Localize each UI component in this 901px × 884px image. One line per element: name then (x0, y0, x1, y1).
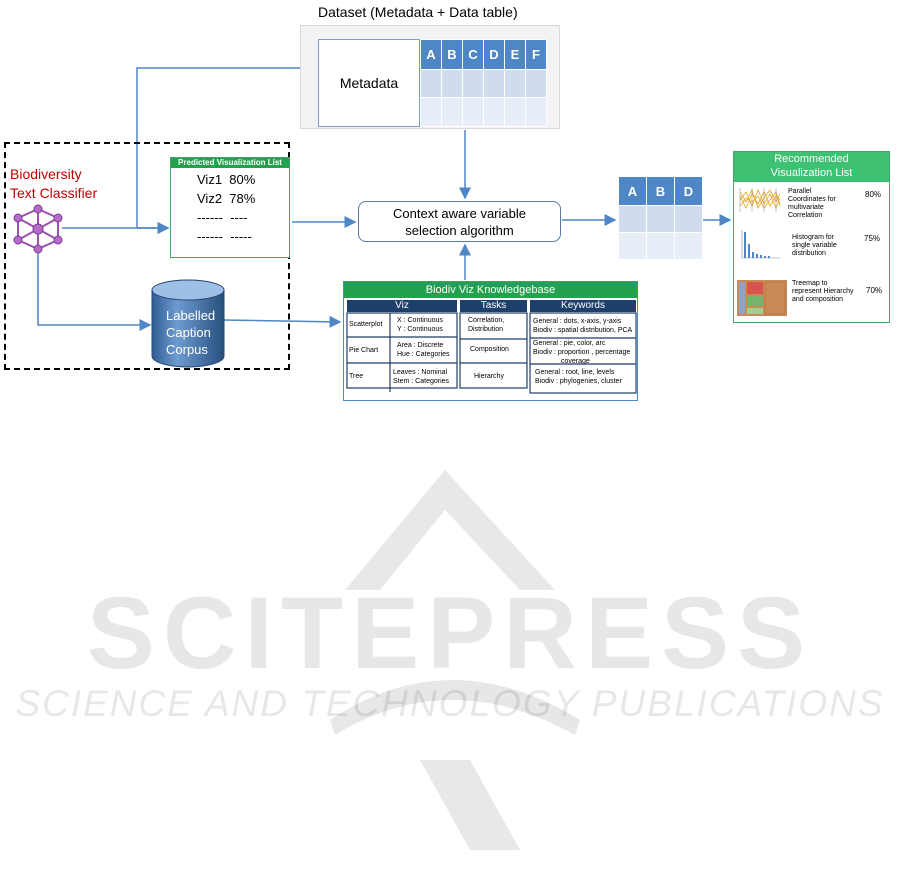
recommended-item-line: Correlation (788, 212, 823, 219)
recommended-item-line: distribution (792, 250, 826, 257)
corpus-to-kb-arrow (221, 315, 342, 328)
kb-keyword-line: General : pie, color, arc (533, 340, 606, 347)
kb-keyword-line: coverage (561, 358, 590, 365)
parallel-coordinates-icon (738, 186, 782, 214)
data-table-col-d: D (483, 39, 505, 70)
recommended-item-line: multivariate (788, 204, 824, 211)
kb-viz-name: Pie Chart (349, 347, 379, 354)
kb-keywords: General : root, line, levels Biodiv : ph… (535, 368, 622, 386)
recommended-item-line: Histogram for (792, 234, 835, 241)
kb-header-keywords: Keywords (530, 300, 636, 312)
recommended-item-line: Parallel (788, 188, 812, 195)
data-table-col-b: B (441, 39, 463, 70)
kb-viz-name: Tree (349, 373, 364, 380)
kb-var: Leaves : Nominal (393, 369, 448, 376)
recommended-item-line: represent Hierarchy (792, 288, 854, 295)
dataset-title: Dataset (Metadata + Data table) (318, 4, 518, 20)
watermark-line1: SCITEPRESS (87, 576, 813, 690)
predicted-list-title: Predicted Visualization List (171, 158, 289, 168)
selected-col-d: D (674, 176, 703, 206)
kb-keyword-line: Biodiv : phylogenies, cluster (535, 378, 622, 385)
kb-keywords: General : dots, x-axis, y-axis Biodiv : … (533, 317, 632, 335)
kb-table-lines (346, 312, 637, 394)
kb-keywords: General : pie, color, arc Biodiv : propo… (533, 339, 630, 366)
kb-keyword-line: General : root, line, levels (535, 369, 615, 376)
corpus-label: Labelled Caption Corpus (166, 307, 215, 358)
kb-viz-vars: Area : Discrete Hue : Categories (397, 341, 450, 359)
recommended-item-line: and composition (792, 296, 843, 303)
treemap-icon (737, 280, 787, 316)
kb-var: X : Continuous (397, 317, 443, 324)
recommended-item-score: 70% (866, 286, 883, 295)
kb-task-line: Composition (470, 346, 509, 353)
data-table-col-f: F (525, 39, 547, 70)
recommended-list-title: Recommended Visualization List (734, 152, 889, 182)
corpus-label-line2: Caption (166, 325, 211, 340)
kb-viz-vars: Leaves : Nominal Stem : Categories (393, 368, 449, 386)
data-table-col-a: A (420, 39, 442, 70)
kb-header-viz: Viz (347, 300, 457, 312)
algorithm-box: Context aware variable selection algorit… (358, 201, 561, 242)
kb-keyword-line: Biodiv : spatial distribution, PCA (533, 327, 633, 334)
selected-col-a: A (618, 176, 647, 206)
kb-var: Hue : Categories (397, 351, 450, 358)
kb-header-tasks: Tasks (460, 300, 527, 312)
kb-task-line: Hierarchy (474, 373, 504, 380)
classifier-to-corpus-arrow (37, 250, 152, 331)
kb-var: Stem : Categories (393, 378, 450, 385)
kb-keyword-line: General : dots, x-axis, y-axis (533, 318, 622, 325)
recommended-item-text: Parallel Coordinates for multivariate Co… (788, 188, 836, 220)
kb-keyword-line: Biodiv : proportion , percentage (533, 349, 631, 356)
neural-network-icon (13, 204, 63, 254)
data-table: A B C D E F (420, 39, 547, 127)
corpus-database-icon (151, 279, 225, 368)
kb-viz-name: Scatterplot (349, 321, 383, 328)
metadata-label: Metadata (339, 75, 399, 91)
histogram-icon (741, 230, 780, 259)
predicted-item: Viz1 80% (197, 172, 256, 187)
recommended-item-line: Coordinates for (788, 196, 836, 203)
knowledgebase-title: Biodiv Viz Knowledgebase (344, 282, 637, 298)
kb-task: Composition (470, 345, 509, 354)
kb-task-line: Distribution (468, 326, 504, 333)
recommended-title-line1: Recommended (774, 153, 849, 165)
kb-var: Area : Discrete (397, 342, 444, 349)
recommended-item-line: single variable (792, 242, 837, 249)
knowledgebase-panel: Biodiv Viz Knowledgebase Viz Tasks Keywo… (343, 281, 638, 401)
predicted-item: ------ ----- (197, 229, 252, 244)
recommended-item-line: Treemap to (792, 280, 828, 287)
predicted-visualization-list: Predicted Visualization List Viz1 80% Vi… (170, 157, 290, 258)
recommended-item-text: Histogram for single variable distributi… (792, 234, 837, 258)
recommended-item-score: 75% (864, 234, 881, 243)
classifier-label: Biodiversity Text Classifier (10, 165, 97, 203)
selected-variables-table: A B D (618, 176, 703, 260)
kb-viz-vars: X : Continuous Y : Continuous (397, 316, 443, 334)
predicted-item: ------ ---- (197, 210, 248, 225)
watermark-line2: SCIENCE AND TECHNOLOGY PUBLICATIONS (15, 683, 884, 724)
kb-task: Hierarchy (474, 372, 504, 381)
recommended-item-text: Treemap to represent Hierarchy and compo… (792, 280, 853, 304)
recommended-title-line2: Visualization List (770, 167, 853, 179)
kb-var: Y : Continuous (397, 326, 443, 333)
algorithm-label-line2: selection algorithm (405, 223, 514, 238)
recommended-item-score: 80% (865, 190, 882, 199)
classifier-label-line1: Biodiversity (10, 166, 82, 182)
classifier-label-line2: Text Classifier (10, 185, 98, 201)
algorithm-label-line1: Context aware variable (393, 206, 526, 221)
kb-task-line: Correlation, (468, 317, 505, 324)
metadata-box: Metadata (318, 39, 420, 127)
kb-task: Correlation, Distribution (468, 316, 504, 334)
predicted-item: Viz2 78% (197, 191, 256, 206)
recommended-visualization-list: Recommended Visualization List Parallel … (733, 151, 890, 323)
corpus-label-line3: Corpus (166, 342, 208, 357)
corpus-label-line1: Labelled (166, 308, 216, 323)
